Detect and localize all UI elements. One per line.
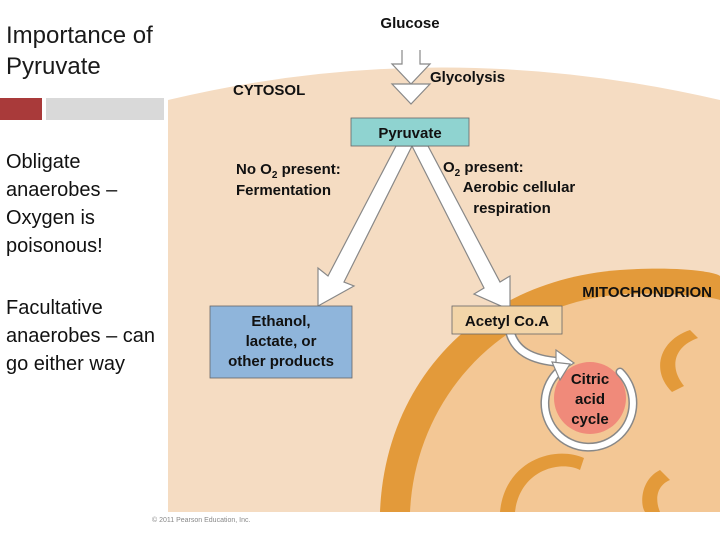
bullet-obligate-anaerobes: Obligate anaerobes – Oxygen is poisonous… bbox=[6, 151, 118, 257]
mitochondrion-label: MITOCHONDRION bbox=[582, 284, 712, 301]
citric-line3: cycle bbox=[571, 411, 609, 428]
pyruvate-label: Pyruvate bbox=[378, 125, 441, 142]
glucose-label: Glucose bbox=[380, 15, 439, 32]
citric-line2: acid bbox=[575, 391, 605, 408]
citric-line1: Citric bbox=[571, 371, 609, 388]
fermentation-label: Fermentation bbox=[236, 182, 331, 199]
products-line1: Ethanol, bbox=[251, 313, 310, 330]
aerobic-respiration-arrow bbox=[411, 145, 511, 311]
mitochondrion-cristae bbox=[500, 330, 698, 512]
aerobic-label-line1: Aerobic cellular bbox=[463, 179, 576, 196]
glycolysis-arrow-segment bbox=[390, 83, 432, 105]
o2-present-label: O2 present: bbox=[443, 159, 524, 179]
glycolysis-arrow bbox=[390, 50, 432, 85]
aerobic-label-line2: respiration bbox=[473, 200, 551, 217]
accent-bar-red bbox=[0, 98, 42, 120]
acetyl-coa-box bbox=[451, 305, 563, 335]
products-line2: lactate, or bbox=[246, 333, 317, 350]
acetyl-coa-label: Acetyl Co.A bbox=[465, 313, 549, 330]
copyright-notice: © 2011 Pearson Education, Inc. bbox=[152, 516, 250, 524]
products-line3: other products bbox=[228, 353, 334, 370]
glycolysis-label: Glycolysis bbox=[430, 69, 505, 86]
citric-acid-cycle-circle bbox=[554, 362, 626, 434]
fermentation-arrow bbox=[317, 145, 413, 308]
accent-bar-gray bbox=[46, 98, 164, 120]
fermentation-products-box bbox=[209, 305, 353, 379]
no-o2-label: No O2 present: bbox=[236, 161, 341, 181]
pyruvate-box bbox=[350, 117, 470, 147]
slide-title: Importance of Pyruvate bbox=[6, 22, 153, 80]
bullet-facultative-anaerobes: Facultative anaerobes – can go either wa… bbox=[6, 297, 156, 375]
cytosol-label: CYTOSOL bbox=[233, 82, 305, 99]
